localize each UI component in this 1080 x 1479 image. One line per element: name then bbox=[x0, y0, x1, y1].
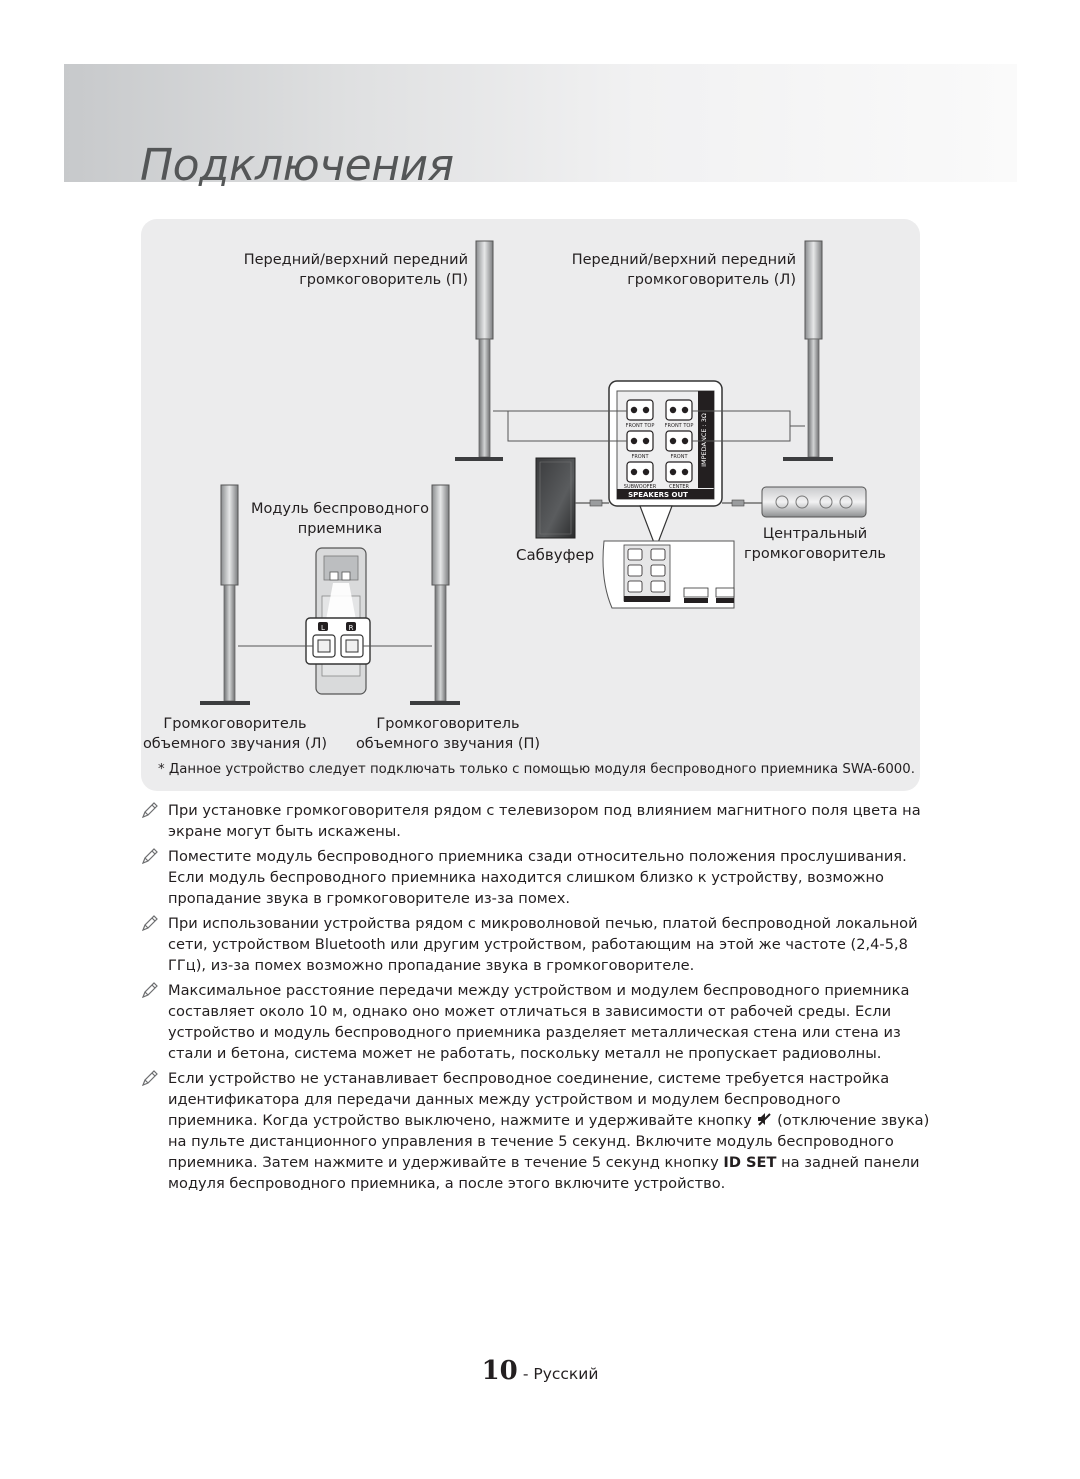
note-text: При использовании устройства рядом с мик… bbox=[168, 915, 918, 974]
front-right-label: Передний/верхний передний громкоговорите… bbox=[200, 250, 468, 290]
terminal-l-label: L bbox=[321, 624, 325, 632]
diagram-footnote: * Данное устройство следует подключать т… bbox=[158, 762, 915, 777]
note-text: При установке громкоговорителя рядом с т… bbox=[168, 802, 921, 840]
note-pencil-icon bbox=[141, 802, 158, 819]
center-label-line1: Центральный bbox=[762, 526, 868, 542]
note-pencil-icon bbox=[141, 848, 158, 865]
note-item: При использовании устройства рядом с мик… bbox=[140, 913, 930, 976]
note-pencil-icon bbox=[141, 982, 158, 999]
center-speaker-label: Центральный громкоговоритель bbox=[735, 524, 895, 564]
impedance-label: IMPEDANCE : 3Ω bbox=[700, 413, 708, 467]
front-top-label-1: FRONT TOP bbox=[626, 423, 655, 429]
note-text-part3: на задней панели модуля беспроводного пр… bbox=[168, 1154, 920, 1192]
id-set-button-label: ID SET bbox=[723, 1154, 777, 1171]
center-label-line2: громкоговоритель bbox=[744, 546, 886, 562]
center-terminal-label: CENTER bbox=[669, 484, 690, 490]
wireless-module-label: Модуль беспроводного приемника bbox=[240, 499, 440, 539]
wireless-receiver-module: L R bbox=[305, 547, 371, 695]
center-speaker bbox=[761, 486, 867, 518]
note-text: Максимальное расстояние передачи между у… bbox=[168, 982, 910, 1062]
surround-right-label: Громкоговоритель объемного звучания (П) bbox=[350, 714, 546, 754]
header-band bbox=[64, 64, 1017, 182]
wireless-module-label-line1: Модуль беспроводного bbox=[250, 501, 430, 517]
front-left-label-line1: Передний/верхний передний bbox=[571, 252, 796, 268]
front-label-2: FRONT bbox=[670, 454, 688, 460]
page-title: Подключения bbox=[140, 140, 454, 191]
note-item: При установке громкоговорителя рядом с т… bbox=[140, 800, 930, 842]
front-left-speaker bbox=[783, 240, 833, 461]
surround-left-label-line2: объемного звучания (Л) bbox=[142, 736, 328, 752]
front-label-1: FRONT bbox=[631, 454, 649, 460]
notes-list: При установке громкоговорителя рядом с т… bbox=[140, 800, 930, 1198]
mute-icon bbox=[758, 1113, 772, 1126]
wireless-module-label-line2: приемника bbox=[297, 521, 383, 537]
front-left-label: Передний/верхний передний громкоговорите… bbox=[528, 250, 796, 290]
note-item: Максимальное расстояние передачи между у… bbox=[140, 980, 930, 1064]
note-item: Если устройство не устанавливает беспров… bbox=[140, 1068, 930, 1194]
speakers-out-panel: IMPEDANCE : 3Ω SPEAKERS OUT FRONT TOP FR… bbox=[608, 380, 723, 507]
front-left-label-line2: громкоговоритель (Л) bbox=[627, 272, 796, 288]
surround-left-label: Громкоговоритель объемного звучания (Л) bbox=[140, 714, 330, 754]
subwoofer bbox=[535, 457, 576, 539]
terminal-r-label: R bbox=[349, 624, 354, 632]
note-pencil-icon bbox=[141, 915, 158, 932]
subwoofer-terminal-label: SUBWOOFER bbox=[624, 484, 657, 490]
speaker-connection-diagram: L R IMPEDANCE : 3Ω SPEAKERS OUT bbox=[200, 240, 867, 705]
surround-left-speaker bbox=[200, 484, 250, 705]
note-text-part1: Если устройство не устанавливает беспров… bbox=[168, 1070, 890, 1129]
speakers-out-label: SPEAKERS OUT bbox=[628, 491, 688, 499]
note-text: Поместите модуль беспроводного приемника… bbox=[168, 848, 907, 907]
front-right-speaker bbox=[455, 240, 503, 461]
surround-right-label-line2: объемного звучания (П) bbox=[355, 736, 541, 752]
main-unit-rear bbox=[602, 505, 735, 609]
front-right-label-line2: громкоговоритель (П) bbox=[299, 272, 468, 288]
front-right-label-line1: Передний/верхний передний bbox=[243, 252, 468, 268]
page-language: - Русский bbox=[522, 1365, 599, 1383]
front-wires bbox=[493, 410, 805, 442]
page-footer: 10 - Русский bbox=[0, 1356, 1080, 1386]
surround-left-label-line1: Громкоговоритель bbox=[163, 716, 307, 732]
note-pencil-icon bbox=[141, 1070, 158, 1087]
page-number: 10 bbox=[481, 1356, 518, 1386]
surround-right-label-line1: Громкоговоритель bbox=[376, 716, 520, 732]
note-text-part2: (отключение звука) на пульте дистанционн… bbox=[168, 1112, 930, 1171]
front-top-label-2: FRONT TOP bbox=[665, 423, 694, 429]
sub-center-cables bbox=[575, 499, 762, 507]
note-item: Поместите модуль беспроводного приемника… bbox=[140, 846, 930, 909]
subwoofer-label: Сабвуфер bbox=[516, 546, 595, 564]
surround-right-speaker bbox=[410, 484, 460, 705]
